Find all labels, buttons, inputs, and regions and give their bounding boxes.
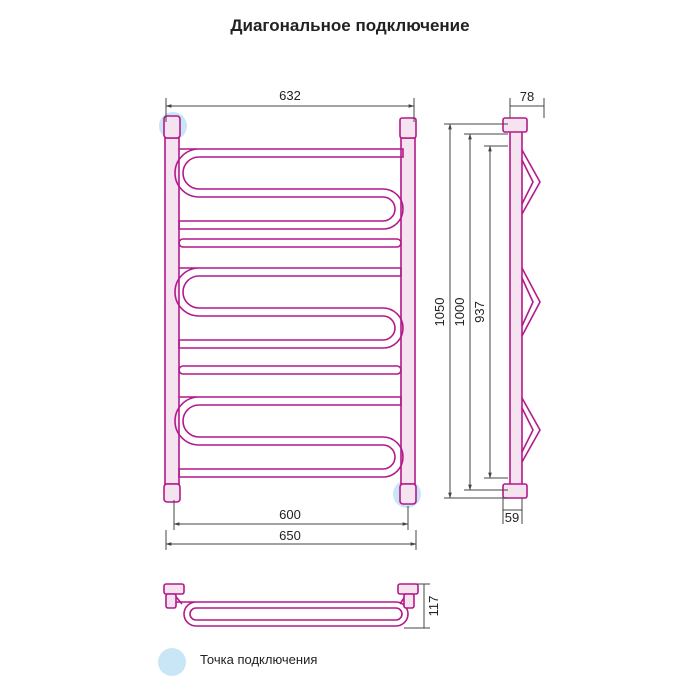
- top-view-fitting-right: [397, 583, 419, 595]
- diagram-title: Диагональное подключение: [230, 16, 470, 35]
- fitting-bottom-left: [163, 483, 181, 503]
- legend-label: Точка подключения: [200, 652, 318, 667]
- coil-middle: [174, 267, 404, 349]
- side-collector-pipe: [509, 123, 523, 497]
- dim-height-937: 937: [472, 301, 487, 323]
- legend-connection-marker: [158, 648, 186, 676]
- rail-bar-1: [178, 238, 402, 248]
- side-view: 78 59 1050 1000 937: [432, 89, 545, 525]
- side-fitting-top: [502, 117, 528, 133]
- dim-outer-width: 650: [279, 528, 301, 543]
- dim-height-total: 1050: [432, 298, 447, 327]
- fitting-top-right: [399, 117, 417, 139]
- right-collector-pipe: [400, 137, 416, 485]
- dim-height-1000: 1000: [452, 298, 467, 327]
- coil-top: [174, 148, 404, 230]
- fitting-top-left: [163, 115, 181, 139]
- coil-bottom: [174, 396, 404, 478]
- dim-profile-depth: 117: [426, 596, 441, 617]
- dim-top-width: 632: [279, 88, 301, 103]
- side-coil-bottom: [521, 397, 541, 463]
- dim-inner-width: 600: [279, 507, 301, 522]
- fitting-bottom-right: [399, 483, 417, 505]
- side-coil-top: [521, 149, 541, 215]
- dim-depth-top: 78: [520, 89, 534, 104]
- top-view: 117: [163, 583, 441, 629]
- side-coil-middle: [521, 267, 541, 337]
- top-view-fitting-left: [163, 583, 185, 595]
- dim-depth-bottom: 59: [505, 510, 519, 525]
- front-view: 632 600 650: [159, 88, 421, 550]
- top-view-flange-left: [165, 593, 177, 609]
- side-fitting-bottom: [502, 483, 528, 499]
- rail-bar-2: [178, 365, 402, 375]
- top-view-flange-right: [403, 593, 415, 609]
- top-view-coil: [176, 601, 409, 627]
